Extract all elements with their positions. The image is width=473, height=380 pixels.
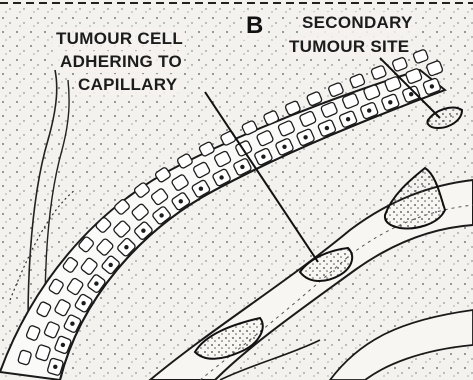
panel-letter: B (243, 12, 266, 40)
cell-nucleus (430, 84, 434, 88)
cell-nucleus (219, 175, 223, 179)
cell-nucleus (240, 165, 244, 169)
cell-nucleus (179, 199, 183, 203)
cell-nucleus (199, 187, 203, 191)
cell-nucleus (141, 229, 145, 233)
cell-nucleus (303, 135, 307, 139)
label-tumour-cell-line-3: CAPILLARY (76, 74, 179, 95)
cell-nucleus (388, 100, 392, 104)
label-secondary-site-line-1: SECONDARY (300, 12, 415, 33)
cell-nucleus (261, 155, 265, 159)
label-secondary-site-line-2: TUMOUR SITE (287, 36, 411, 57)
cell-nucleus (124, 245, 128, 249)
cell-nucleus (70, 322, 74, 326)
cell-nucleus (61, 343, 65, 347)
cell-nucleus (53, 365, 57, 369)
cell-nucleus (325, 126, 329, 130)
cell-nucleus (282, 145, 286, 149)
cell-nucleus (159, 213, 163, 217)
cell-nucleus (81, 301, 85, 305)
label-tumour-cell-line-2: ADHERING TO (58, 51, 184, 72)
cell-nucleus (367, 108, 371, 112)
cell-nucleus (409, 92, 413, 96)
cell-nucleus (109, 263, 113, 267)
label-tumour-cell-line-1: TUMOUR CELL (54, 28, 185, 49)
cell-nucleus (346, 117, 350, 121)
cell-nucleus (94, 281, 98, 285)
